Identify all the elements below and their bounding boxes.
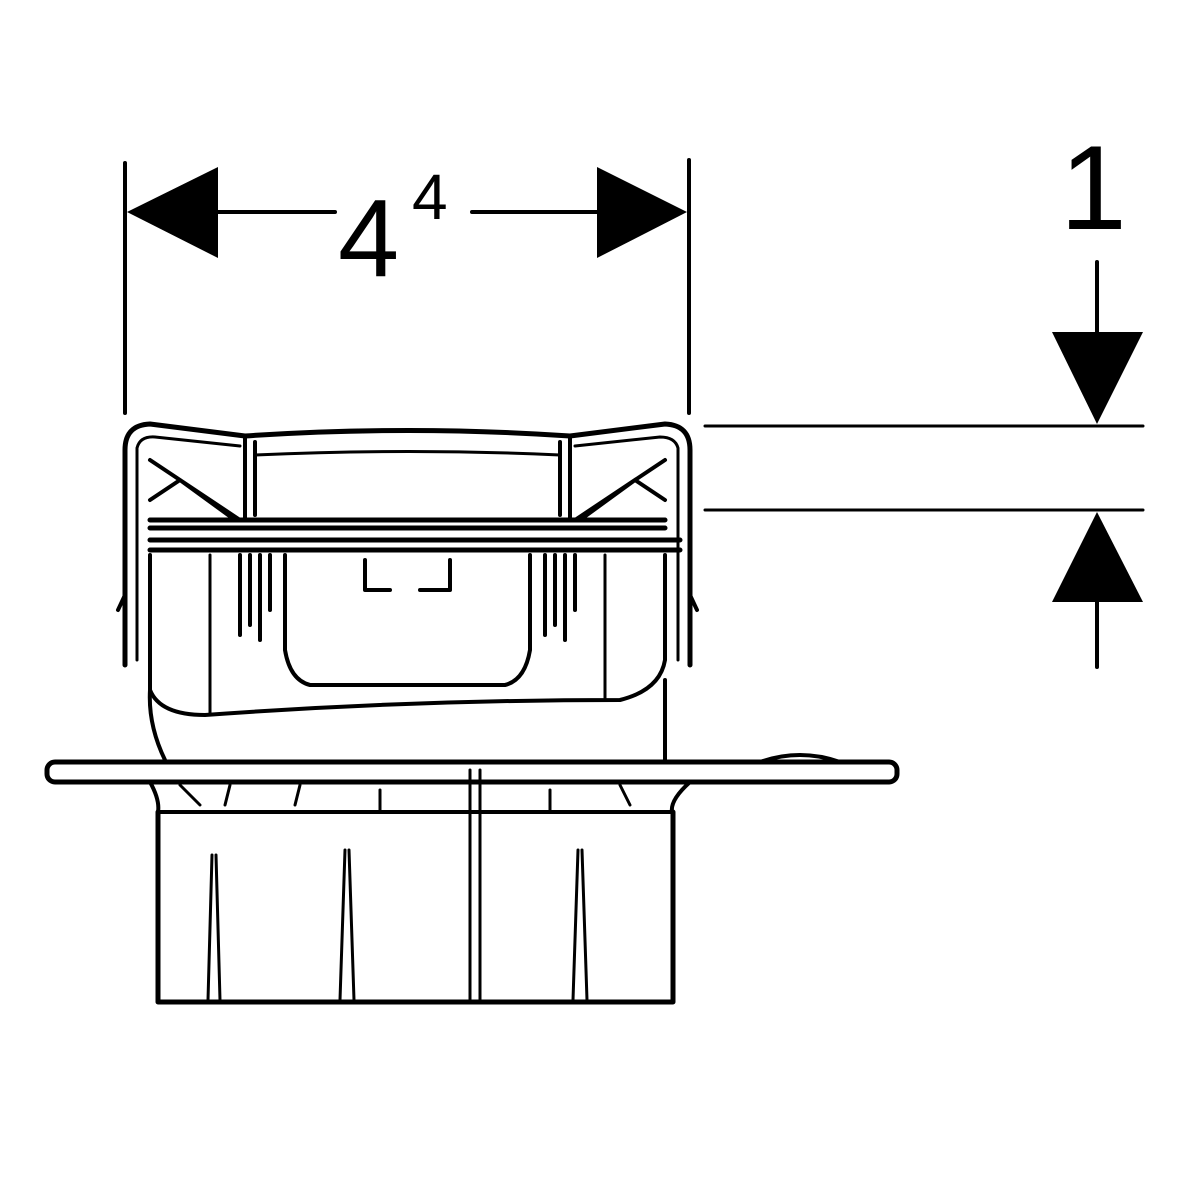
arrow-left-icon: [127, 167, 218, 258]
drain-body: [44, 421, 900, 1005]
arrow-up-icon: [1052, 512, 1143, 602]
width-superscript: 4: [412, 161, 448, 233]
width-value: 4: [338, 177, 399, 300]
arrow-down-icon: [1052, 332, 1143, 424]
arrow-right-icon: [597, 167, 687, 258]
height-dimension: 1: [703, 121, 1145, 669]
width-dimension: 4 4: [123, 158, 691, 415]
height-value: 1: [1060, 121, 1127, 255]
